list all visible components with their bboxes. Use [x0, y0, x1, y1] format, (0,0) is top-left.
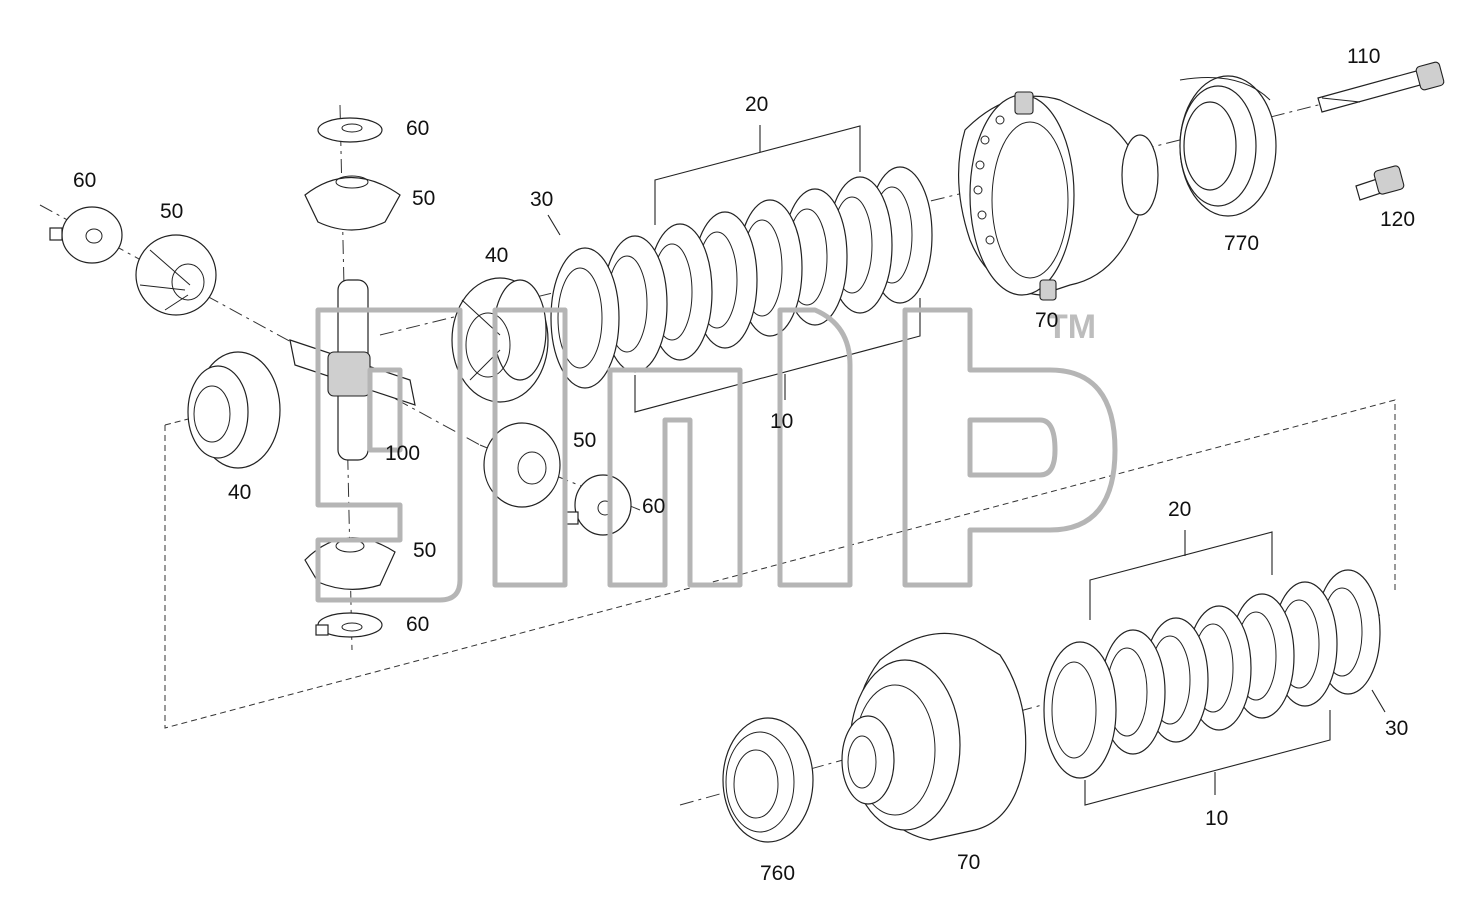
label-40-left: 40 [228, 481, 251, 504]
label-10-top: 10 [770, 410, 793, 433]
pinion-50-mid [483, 422, 561, 508]
washer-60-left [49, 206, 123, 264]
label-50-mid: 50 [573, 429, 596, 452]
washer-60-top [317, 117, 383, 143]
disc-pack-top [550, 166, 933, 389]
pinion-50-left [135, 234, 217, 316]
label-60-top: 60 [406, 117, 429, 140]
side-gear-40-left [187, 351, 281, 469]
label-60-mid: 60 [642, 495, 665, 518]
label-30-top: 30 [530, 188, 553, 211]
watermark-logo: TM [315, 307, 1118, 603]
watermark-tm: TM [1047, 308, 1096, 346]
pinion-50-bottom [304, 537, 396, 590]
bearing-770 [1179, 75, 1277, 217]
bolt-120 [1355, 165, 1405, 201]
side-gear-40-upper [451, 277, 549, 403]
label-60-bottom: 60 [406, 613, 429, 636]
bearing-760 [722, 717, 814, 843]
bolt-110 [1317, 61, 1445, 113]
part-labels: 110 120 770 70 20 30 40 40 10 60 50 60 5… [73, 45, 1415, 885]
label-50-top: 50 [412, 187, 435, 210]
label-70-bottom: 70 [957, 851, 980, 874]
housing-70-top [957, 91, 1159, 301]
label-70-top: 70 [1035, 309, 1058, 332]
label-110: 110 [1347, 45, 1380, 68]
label-100: 100 [385, 442, 420, 465]
label-10-bottom: 10 [1205, 807, 1228, 830]
washer-60-bottom [315, 612, 383, 638]
washer-60-mid [565, 474, 632, 536]
label-120: 120 [1380, 208, 1415, 231]
label-770: 770 [1224, 232, 1259, 255]
label-50-left: 50 [160, 200, 183, 223]
label-50-bottom: 50 [413, 539, 436, 562]
label-60-left: 60 [73, 169, 96, 192]
disc-pack-bottom [1043, 569, 1381, 779]
label-30-bottom: 30 [1385, 717, 1408, 740]
label-20-bottom: 20 [1168, 498, 1191, 521]
housing-70-bottom [841, 632, 1027, 841]
cross-shaft-100 [289, 279, 416, 461]
label-40-gear: 40 [485, 244, 508, 267]
brackets-bottom [1084, 530, 1386, 806]
label-760: 760 [760, 862, 795, 885]
label-20-top: 20 [745, 93, 768, 116]
pinion-50-top [304, 175, 401, 231]
